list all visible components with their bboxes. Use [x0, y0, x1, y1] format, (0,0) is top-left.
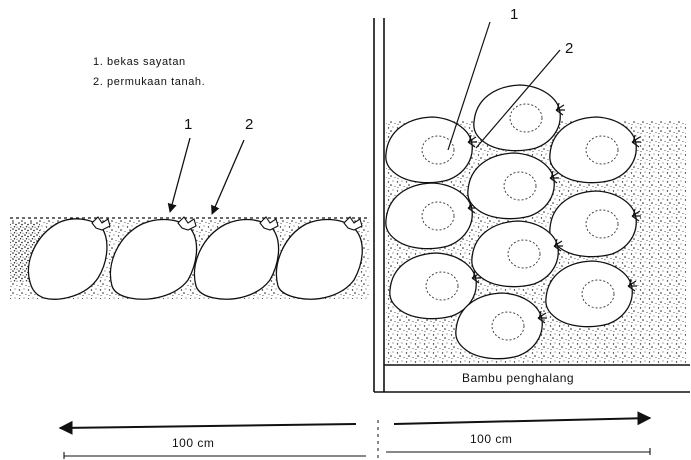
- legend-item-1: 1. bekas sayatan: [93, 56, 186, 68]
- arrow-left-icon: [60, 424, 356, 428]
- right-marker-1: 1: [510, 6, 518, 23]
- right-marker-2: 2: [565, 40, 573, 57]
- left-measure-label: 100 cm: [172, 436, 214, 450]
- left-marker-1: 1: [184, 116, 192, 133]
- right-measure-label: 100 cm: [470, 432, 512, 446]
- measurements: [60, 418, 650, 460]
- left-seedbed: [10, 138, 370, 299]
- right-seedbed: [374, 18, 690, 392]
- pointer-arrow-1: [170, 138, 190, 212]
- left-marker-2: 2: [245, 116, 253, 133]
- barrier-label: Bambu penghalang: [462, 371, 574, 385]
- arrow-right-icon: [394, 418, 650, 424]
- legend-item-2: 2. permukaan tanah.: [93, 76, 205, 88]
- pointer-arrow-2: [212, 140, 244, 214]
